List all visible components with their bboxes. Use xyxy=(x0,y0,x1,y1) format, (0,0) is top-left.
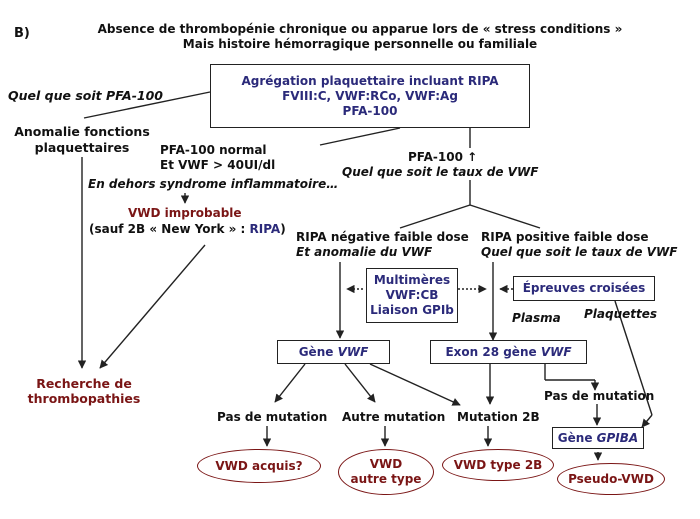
mid-line-1: PFA-100 normal xyxy=(160,143,267,157)
gene-vwf-prefix: Gène xyxy=(298,344,338,359)
arrow-genevwf-to-pasmut xyxy=(274,363,306,403)
multimeres-box: Multimères VWF:CB Liaison GPIb xyxy=(366,268,458,323)
line-split-left xyxy=(399,204,471,229)
multimeres-line-1: Multimères xyxy=(373,273,451,287)
vwd-autre-line-2: autre type xyxy=(350,472,422,486)
ripa-pos-line-1: RIPA positive faible dose xyxy=(481,230,649,244)
epreuves-label: Épreuves croisées xyxy=(522,281,646,295)
autre-mutation: Autre mutation xyxy=(342,410,446,424)
ripa-neg-line-2: Et anomalie du VWF xyxy=(296,245,433,259)
left-condition: Quel que soit PFA-100 xyxy=(8,88,163,103)
gene-gpiba-box: Gène GPIBA xyxy=(552,427,644,449)
header-line-1: Absence de thrombopénie chronique ou app… xyxy=(97,22,623,36)
pas-de-mutation-2: Pas de mutation xyxy=(544,389,655,403)
top-box-line-3: PFA-100 xyxy=(342,103,398,118)
ripa-neg-line-1: RIPA négative faible dose xyxy=(296,230,469,244)
vwd-improbable: VWD improbable xyxy=(128,206,242,220)
exception-post: ) xyxy=(280,222,286,236)
top-box: Agrégation plaquettaire incluant RIPA FV… xyxy=(210,64,530,128)
top-box-line-1: Agrégation plaquettaire incluant RIPA xyxy=(241,73,499,88)
gene-gpiba-name: GPIBA xyxy=(596,430,639,445)
top-box-line-2: FVIII:C, VWF:RCo, VWF:Ag xyxy=(282,88,458,103)
mid-line-3: En dehors syndrome inflammatoire… xyxy=(88,177,339,191)
multimeres-line-2: VWF:CB xyxy=(385,288,439,302)
mutation-2b: Mutation 2B xyxy=(457,410,540,424)
gene-vwf-text: Gène VWF xyxy=(299,345,369,360)
plaquettes-label: Plaquettes xyxy=(584,307,658,321)
oval-vwd-acquis: VWD acquis? xyxy=(197,449,321,483)
line-split-right xyxy=(469,204,541,229)
right-line-1: PFA-100 ↑ xyxy=(408,150,478,164)
exon28-box: Exon 28 gène VWF xyxy=(430,340,587,364)
oval-vwd-autre-type: VWD autre type xyxy=(338,449,434,495)
arrow-plaquettes-to-gpiba xyxy=(641,414,653,428)
recherche-line-1: Recherche de xyxy=(36,376,132,391)
exception-text: (sauf 2B « New York » : RIPA) xyxy=(89,222,286,237)
left-result-line-1: Anomalie fonctions xyxy=(14,124,150,139)
exception-ripa: RIPA xyxy=(249,222,281,236)
arrow-genevwf-to-autremut xyxy=(344,363,376,403)
line-plaquettes-down xyxy=(614,300,653,416)
right-line-2: Quel que soit le taux de VWF xyxy=(342,165,539,179)
arrow-genevwf-to-mut2b xyxy=(369,363,461,406)
gene-vwf-name: VWF xyxy=(337,344,369,359)
pseudo-vwd-label: Pseudo-VWD xyxy=(568,471,654,486)
line-top-to-mid xyxy=(319,127,401,146)
exon28-prefix: Exon 28 gène xyxy=(445,344,541,359)
exon28-gene: VWF xyxy=(540,344,572,359)
arrow-newyork-to-recherche xyxy=(99,244,206,369)
epreuves-box: Épreuves croisées xyxy=(513,276,655,301)
exception-pre: (sauf 2B « New York » : xyxy=(89,222,250,236)
mid-line-2: Et VWF > 40UI/dl xyxy=(160,158,276,172)
gene-gpiba-prefix: Gène xyxy=(557,430,597,445)
multimeres-line-3: Liaison GPIb xyxy=(370,303,454,317)
line-top-to-left xyxy=(83,91,211,119)
vwd-autre-line-1: VWD xyxy=(369,457,403,471)
vwd-type2b-label: VWD type 2B xyxy=(453,457,543,472)
plasma-label: Plasma xyxy=(512,311,561,325)
left-result-line-2: plaquettaires xyxy=(34,140,130,155)
header-line-2: Mais histoire hémorragique personnelle o… xyxy=(182,37,538,51)
gene-gpiba-text: Gène GPIBA xyxy=(558,431,638,446)
vwd-acquis-label: VWD acquis? xyxy=(215,458,303,473)
recherche-line-2: thrombopathies xyxy=(27,391,141,406)
gene-vwf-box: Gène VWF xyxy=(277,340,390,364)
panel-label: B) xyxy=(14,26,30,41)
exon28-text: Exon 28 gène VWF xyxy=(445,345,571,360)
pas-de-mutation-1: Pas de mutation xyxy=(217,410,328,424)
oval-pseudo-vwd: Pseudo-VWD xyxy=(557,463,665,495)
ripa-pos-line-2: Quel que soit le taux de VWF xyxy=(481,245,678,259)
oval-vwd-type-2b: VWD type 2B xyxy=(442,449,554,481)
